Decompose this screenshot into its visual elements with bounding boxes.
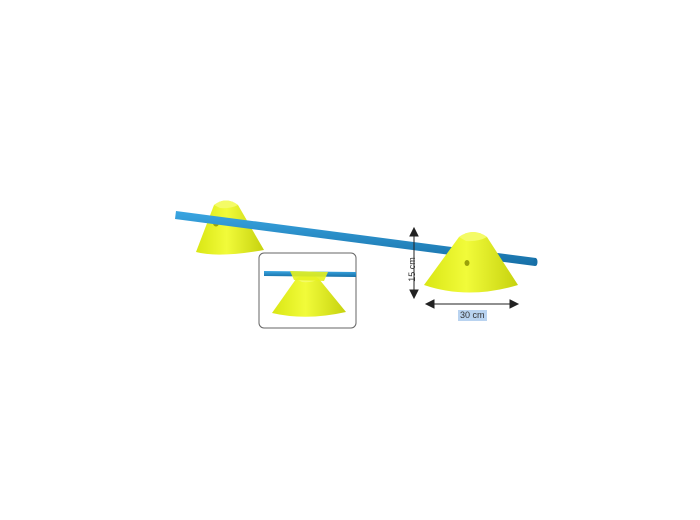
width-arrow xyxy=(424,299,520,309)
blue-pole xyxy=(175,211,538,266)
height-arrow xyxy=(409,226,419,300)
height-dimension-label: 15 cm xyxy=(406,257,417,282)
right-cone xyxy=(424,232,518,293)
width-dimension-label: 30 cm xyxy=(458,310,487,321)
inset-frame xyxy=(258,252,357,329)
